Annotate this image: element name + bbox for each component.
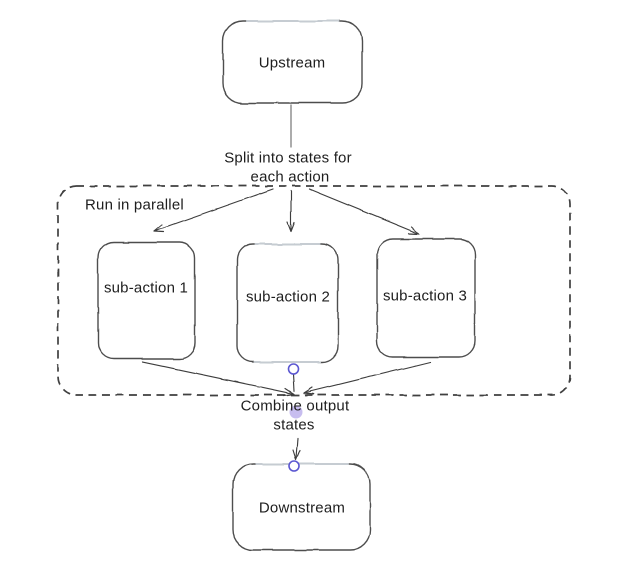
split-annotation-line1: Split into states for	[224, 150, 352, 167]
endpoint-handle-icon[interactable]	[287, 363, 300, 375]
arrow-sub1-to-combine[interactable]	[142, 361, 295, 397]
sub-action-2-label: sub-action 2	[246, 289, 330, 306]
arrow-split-to-sub2[interactable]	[286, 190, 296, 233]
endpoint-handle-icon[interactable]	[288, 460, 300, 472]
sub-action-1-node[interactable]	[97, 241, 196, 360]
sub-action-3-label: sub-action 3	[383, 288, 467, 305]
upstream-label: Upstream	[259, 55, 326, 72]
arrow-sub3-to-combine[interactable]	[303, 361, 431, 395]
split-annotation-line2: each action	[251, 169, 330, 186]
sub-action-1-label: sub-action 1	[104, 280, 188, 297]
parallel-group-label: Run in parallel	[85, 197, 184, 214]
sub-action-3-node[interactable]	[376, 238, 476, 358]
arrow-combine-to-downstream[interactable]	[292, 437, 301, 461]
combine-annotation-line2: states	[273, 417, 314, 434]
arrow-split-to-sub3[interactable]	[308, 188, 420, 235]
arrow-split-to-sub1[interactable]	[153, 188, 274, 233]
connector-sub2-to-combine[interactable]	[292, 373, 295, 392]
midpoint-handle-icon[interactable]	[289, 405, 303, 419]
downstream-label: Downstream	[259, 500, 345, 517]
combine-annotation-line1: Combine output	[241, 398, 350, 415]
